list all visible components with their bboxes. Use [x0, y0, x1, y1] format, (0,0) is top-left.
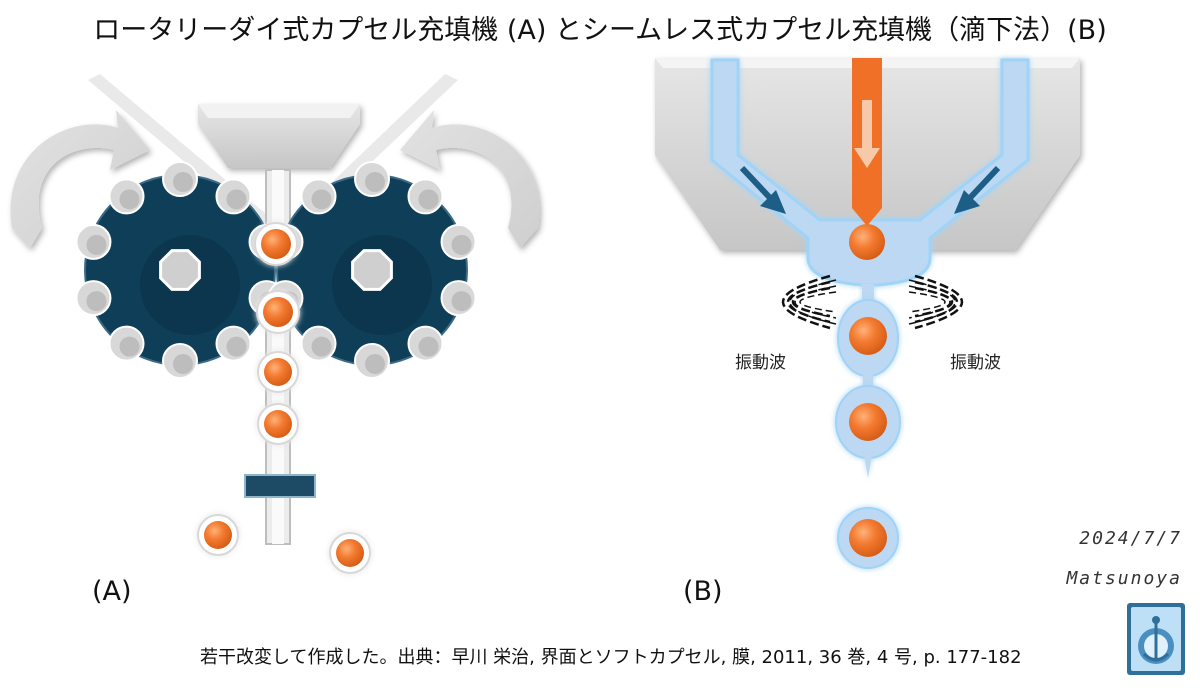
flow-arrow-icon: [739, 165, 786, 214]
die-pocket-inner: [119, 189, 140, 210]
die-roll-hub: [351, 249, 393, 291]
wave-arc: [914, 274, 963, 330]
vibration-wave-label-left: 振動波: [735, 353, 786, 373]
die-pocket-inner: [451, 234, 472, 255]
die-pocket-inner: [173, 172, 193, 192]
die-roll-hub: [159, 249, 201, 291]
date-stamp: 2024/7/7: [1079, 528, 1182, 549]
panel-b-label: (B): [683, 576, 723, 607]
wave-arc: [908, 285, 951, 319]
die-pocket-inner: [226, 189, 247, 210]
wave-arc: [908, 291, 946, 313]
capsule: [336, 539, 364, 567]
die-pocket-inner: [418, 189, 439, 210]
cutter-bar: [244, 474, 316, 498]
capsule: [264, 358, 292, 386]
flow-arrow-icon: [400, 110, 540, 248]
die-pocket-inner: [365, 172, 385, 192]
die-roll-left: [75, 161, 285, 379]
capsules-panel-a: [197, 222, 371, 574]
flow-arrow-icon: [954, 165, 1001, 214]
die-pocket-inner: [86, 291, 107, 312]
wave-arc: [799, 291, 837, 313]
source-citation: 若干改変して作成した。出典：早川 栄治, 界面とソフトカプセル, 膜, 2011…: [200, 647, 1022, 668]
panel-a-label: (A): [92, 576, 132, 607]
die-pocket-inner: [418, 336, 439, 357]
die-pocket-inner: [226, 336, 247, 357]
panel-b-seamless-dropping: [655, 58, 1080, 569]
vibration-wave-left: [782, 274, 837, 330]
capsule: [264, 410, 292, 438]
panel-a-rotary-die: [10, 74, 540, 574]
flow-arrow-icon: [10, 110, 150, 248]
stream-neck: [863, 372, 873, 394]
die-pocket-inner: [311, 336, 332, 357]
die-pocket-inner: [365, 354, 385, 374]
die-pocket-inner: [451, 291, 472, 312]
vibration-wave-right: [908, 274, 963, 330]
fill-hopper: [198, 104, 360, 168]
logo-icon: [1127, 603, 1185, 675]
wave-arc: [794, 285, 837, 319]
die-pocket-inner: [173, 354, 193, 374]
diagram-title: ロータリーダイ式カプセル充填機 (A) とシームレス式カプセル充填機（滴下法）(…: [93, 15, 1107, 46]
wave-arc: [782, 274, 831, 330]
die-pocket-inner: [86, 234, 107, 255]
die-pocket-inner: [119, 336, 140, 357]
die-pocket-inner: [311, 189, 332, 210]
flow-arrow-icon: [854, 100, 880, 168]
droplet-stream: [835, 224, 901, 569]
capsule: [261, 229, 291, 259]
capsule: [849, 403, 887, 441]
capsule: [849, 224, 885, 260]
capsule: [263, 297, 293, 327]
capsule: [849, 317, 887, 355]
vibration-wave-label-right: 振動波: [950, 353, 1001, 373]
droplet-tail: [864, 455, 872, 478]
capsule: [849, 519, 887, 557]
die-roll-right: [267, 161, 477, 379]
capsule: [204, 521, 232, 549]
author-signature: Matsunoya: [1066, 568, 1182, 589]
